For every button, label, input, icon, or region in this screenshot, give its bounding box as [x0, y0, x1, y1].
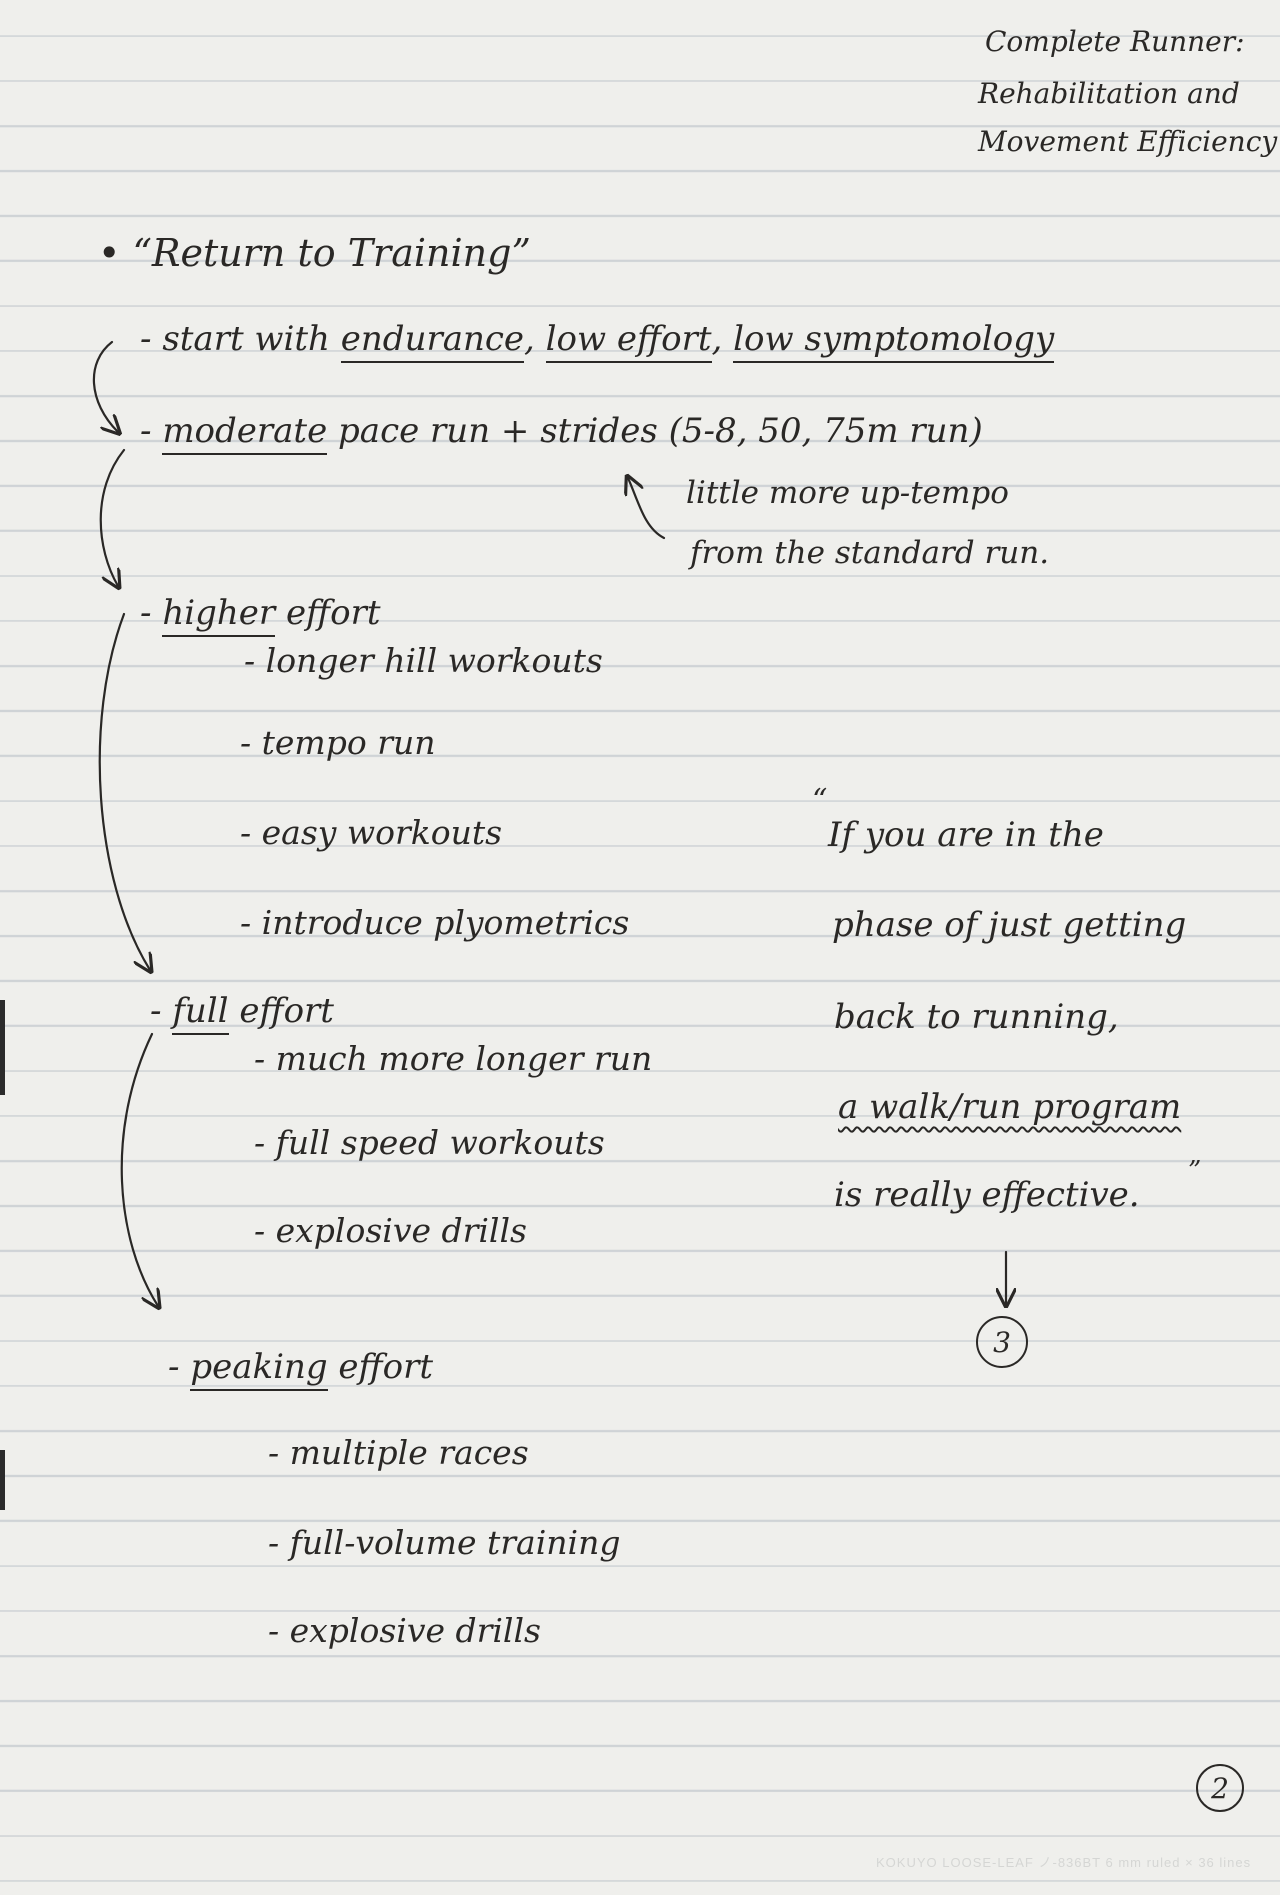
- header-line-3: Movement Efficiency: [978, 125, 1278, 158]
- term-low-symptomology: low symptomology: [733, 319, 1055, 363]
- term-low-effort: low effort: [545, 319, 712, 363]
- page-edge-left: [0, 1450, 5, 1510]
- reference-circle-3: 3: [976, 1316, 1028, 1368]
- term-higher: higher: [162, 593, 276, 637]
- stage-dash: -: [140, 411, 152, 451]
- quote-line-5: is really effective.: [834, 1175, 1140, 1215]
- term-peaking: peaking: [190, 1347, 328, 1391]
- moderate-note-line-2: from the standard run.: [690, 535, 1050, 571]
- quote-line-2: phase of just getting: [832, 905, 1187, 945]
- list-item: - tempo run: [240, 723, 436, 762]
- header-line-1: Complete Runner:: [985, 25, 1245, 58]
- list-item: - explosive drills: [268, 1611, 541, 1650]
- quote-close-mark: ”: [1188, 1156, 1202, 1186]
- stage-dash: -: [150, 991, 162, 1031]
- stage-label-rest: effort: [239, 991, 334, 1031]
- quote-line-1: If you are in the: [828, 815, 1104, 855]
- list-item: - explosive drills: [254, 1211, 527, 1250]
- arrow-moderate-to-higher: [99, 448, 126, 586]
- page-number-badge: 2: [1196, 1764, 1244, 1812]
- list-item: - multiple races: [268, 1433, 529, 1472]
- stage-dash: -: [140, 319, 152, 359]
- list-item: - full speed workouts: [254, 1123, 605, 1162]
- stage-higher: - higher effort: [140, 593, 381, 637]
- stage-full: - full effort: [150, 991, 334, 1035]
- stage-moderate-detail: pace run + strides (5-8, 50, 75m run): [338, 411, 983, 451]
- header-line-2: Rehabilitation and: [978, 77, 1240, 110]
- arrow-higher-to-full: [98, 612, 150, 970]
- stage-label-rest: effort: [338, 1347, 434, 1387]
- arrow-full-to-peaking: [120, 1032, 158, 1306]
- quote-open-mark: “: [812, 783, 828, 818]
- moderate-note-line-1: little more up-tempo: [686, 475, 1009, 511]
- reference-number: 3: [993, 1325, 1011, 1359]
- stage-peaking: - peaking effort: [168, 1347, 434, 1391]
- stage-dash: -: [140, 593, 152, 633]
- list-item: - much more longer run: [254, 1039, 653, 1078]
- quote-line-3: back to running,: [834, 997, 1119, 1037]
- stage-endurance: - start with endurance, low effort, low …: [140, 319, 1055, 363]
- term-full: full: [172, 991, 229, 1035]
- stage-moderate: - moderate pace run + strides (5-8, 50, …: [140, 411, 983, 455]
- paper-imprint: KOKUYO LOOSE-LEAF ノ-836BT 6 mm ruled × 3…: [876, 1855, 1252, 1870]
- separator: ,: [711, 319, 723, 359]
- page-edge-left: [0, 1000, 5, 1095]
- quote-line-4: a walk/run program: [838, 1087, 1182, 1127]
- list-item: - easy workouts: [240, 813, 503, 852]
- separator: ,: [524, 319, 535, 359]
- page-number: 2: [1211, 1771, 1229, 1805]
- stage-label-rest: effort: [285, 593, 381, 633]
- stage-dash: -: [168, 1347, 180, 1387]
- list-item: - longer hill workouts: [244, 641, 603, 680]
- arrow-note-to-strides: [628, 478, 666, 540]
- term-moderate: moderate: [162, 411, 328, 455]
- stage-prefix: start with: [162, 319, 330, 359]
- arrow-endurance-to-moderate: [92, 340, 118, 432]
- term-endurance: endurance: [340, 319, 525, 363]
- page-title: • “Return to Training”: [98, 231, 531, 275]
- list-item: - full-volume training: [268, 1523, 621, 1562]
- list-item: - introduce plyometrics: [240, 903, 630, 942]
